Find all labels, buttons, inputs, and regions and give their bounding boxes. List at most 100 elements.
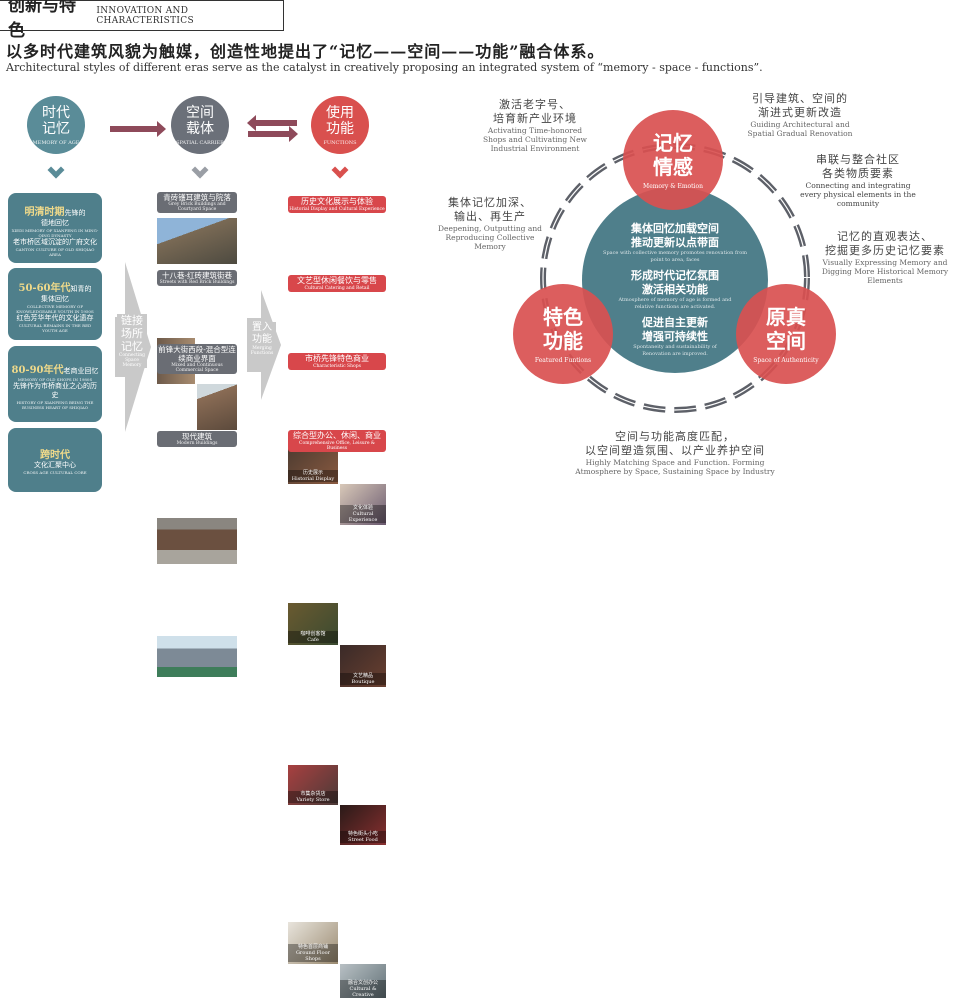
arrow-right-icon: [248, 126, 298, 142]
label: 空间: [186, 104, 214, 121]
circle-memory-emotion: 记忆情感 Memory & Emotion: [623, 110, 723, 210]
label: 记忆: [653, 130, 693, 155]
label: 德地回忆: [41, 218, 69, 227]
chevron-down-icon: [191, 161, 209, 179]
label-en: Cultural Catering and Retail: [304, 286, 370, 291]
label: 先锋作为市桥商业之心的历史: [13, 382, 97, 399]
label: 综合型办公、休闲、商业: [293, 431, 381, 440]
label: 空间: [766, 328, 806, 353]
arrow-right-icon: [110, 121, 166, 137]
label: 促进自主更新: [642, 315, 708, 329]
label-en: Characteristic Shops: [313, 364, 361, 369]
circle-featured-functions: 特色功能 Featured Funtions: [513, 284, 613, 384]
caption-en: Street Food: [348, 837, 378, 843]
label-en: Space with collective memory promotes re…: [603, 249, 747, 263]
era: 跨时代: [40, 449, 70, 461]
photo-commercial-street: [157, 518, 237, 564]
label: 推动更新以点带面: [631, 235, 719, 249]
label: 空间与功能高度匹配，: [615, 430, 735, 443]
label-en: FUNCTIONS: [323, 139, 357, 146]
age-box-1980s: 80-90年代老商业回忆 MEMORY OF OLD SHOPS IN 1980…: [8, 346, 102, 422]
caption-en: Cultural & Creative Industries: [349, 986, 377, 998]
photo-modern-buildings: [157, 636, 237, 677]
label: 老商业回忆: [63, 367, 99, 375]
label-en: Guiding Architectural and Spatial Gradua…: [747, 120, 853, 138]
label: 使用: [326, 104, 354, 121]
label-en: Visually Expressing Memory and Digging M…: [821, 258, 949, 285]
label: 功能: [326, 120, 354, 137]
label-en: Modern Buildings: [176, 441, 218, 446]
label-en: Activating Time-honored Shops and Cultiv…: [483, 126, 587, 153]
caption-en: Boutique: [351, 679, 375, 685]
label-en: Memory & Emotion: [643, 182, 703, 190]
label: 功能: [543, 328, 583, 353]
caption: 历史展示: [302, 470, 323, 476]
label: 原真: [766, 304, 806, 329]
caption-en: Historial Display: [291, 476, 335, 482]
label-en: Grey Brick Buildings and Courtyard Space: [168, 202, 226, 212]
chevron-down-icon: [331, 161, 349, 179]
section-title: 创新与特色: [8, 0, 76, 41]
label-en: Mixed and Continuous Commercial Space: [171, 363, 223, 373]
chevron-down-icon: [47, 161, 65, 179]
section-header: 创新与特色 INNOVATION AND CHARACTERISTICS: [0, 0, 284, 41]
label-en: Comprehensive Office, Leisure & Business: [299, 441, 375, 451]
label-en: Merging Functions: [250, 346, 274, 356]
caption-en: Ground Floor Shops: [295, 950, 331, 962]
label-en: Streets with Red Brick Buildings: [159, 280, 235, 285]
label-en: Spontaneity and sustainability of Renova…: [633, 343, 717, 357]
photo-grey-brick: [157, 218, 237, 264]
label: 集体记忆加深、: [448, 196, 532, 209]
label: 知青的: [70, 284, 92, 293]
label-en: HISTORY OF XIANFENG BEING THE BUSINESS H…: [16, 400, 94, 410]
photo-red-brick-building: [197, 384, 237, 430]
label: 挖掘更多历史记忆要素: [825, 244, 945, 257]
circle-functions: 使用功能 FUNCTIONS: [311, 96, 369, 154]
label-en: MEMORY OF OLD SHOPS IN 1980S: [17, 377, 93, 382]
label-en: CULTURAL REMAINS IN THE RED YOUTH AGE: [18, 322, 92, 333]
label-en: Deepening, Outputting and Reproducing Co…: [438, 224, 542, 251]
label: 老市桥区域沉淀的广府文化: [13, 237, 97, 246]
label: 串联与整合社区: [816, 153, 900, 166]
arrow-label: 置入功能 Merging Functions: [248, 322, 276, 356]
label-en: Atmosphere of memory of age is formed an…: [618, 296, 732, 310]
label-en: COLLECTIVE MEMORY OF KNOWLEDGEABLE YOUTH…: [16, 303, 94, 314]
label-en: Historial Display and Cultural Experienc…: [289, 207, 385, 212]
label-en: CROSS AGE CULTURAL CORE: [23, 469, 87, 475]
label-en: CANTON CULTURE OF OLD SHIQIAO AREA: [15, 246, 95, 257]
label: 输出、再生产: [454, 210, 526, 223]
label: 记忆的直观表达、: [837, 230, 933, 243]
label: 链接场所记忆: [121, 314, 143, 353]
label-en: XIEDI MEMORY OF XIANFENG IN MING-QING DY…: [11, 227, 99, 238]
label-en: SPATIAL CARRIER: [176, 139, 224, 146]
era: 50-60年代: [18, 282, 71, 294]
label: 情感: [653, 154, 693, 179]
subtitle: 以多时代建筑风貌为触媒，创造性地提出了“记忆——空间——功能”融合体系。: [6, 42, 605, 61]
label: 红色芳华年代的文化遗存: [16, 313, 94, 322]
label-en: Featured Funtions: [534, 356, 592, 364]
label: 增强可持续性: [642, 329, 708, 343]
era: 80-90年代: [11, 365, 64, 376]
label: 十八巷-红砖建筑街巷: [161, 271, 233, 280]
label: 特色: [543, 304, 583, 329]
label: 现代建筑: [182, 432, 212, 441]
label-en: Highly Matching Space and Function. Form…: [575, 458, 775, 476]
label: 引导建筑、空间的: [752, 92, 848, 105]
